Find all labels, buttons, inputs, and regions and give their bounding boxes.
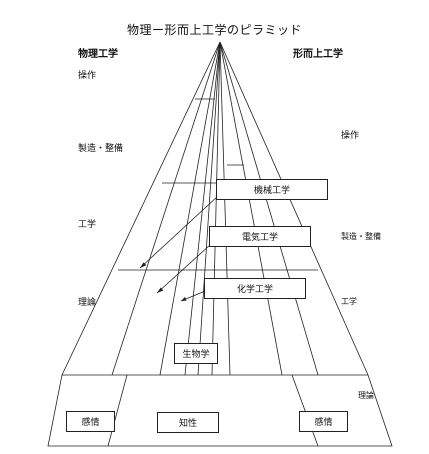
fan-line — [111, 41, 221, 376]
arrowhead — [181, 296, 187, 301]
arrow-mechanical — [139, 195, 219, 269]
pyramid-edge-right — [219, 41, 369, 376]
left-column-header: 物理工学 — [78, 49, 118, 60]
box-emotion-left: 感情 — [66, 411, 115, 432]
left-label-theory: 理論 — [78, 298, 97, 308]
box-emotion-right: 感情 — [299, 411, 348, 432]
arrowhead — [157, 287, 164, 293]
fan-line — [219, 41, 283, 376]
left-label-operation: 操作 — [78, 71, 97, 81]
box-chemical-engineering: 化学工学 — [204, 278, 306, 299]
pyramid-edge-left — [61, 41, 221, 376]
diagram-title: 物理ー形而上工学のピラミッド — [126, 23, 302, 37]
box-electrical-engineering: 電気工学 — [209, 226, 311, 247]
right-label-manufacturing: 製造・整備 — [341, 232, 381, 241]
right-label-engineering: 工学 — [341, 297, 357, 306]
fan-line — [184, 41, 221, 376]
fan-line — [211, 41, 221, 376]
arrow-electrical — [156, 244, 211, 294]
arrowhead — [140, 262, 147, 268]
box-intellect: 知性 — [157, 412, 219, 433]
base-divider-left — [107, 374, 128, 447]
fan-line — [219, 41, 319, 376]
left-label-manufacturing: 製造・整備 — [78, 144, 124, 154]
right-label-operation: 操作 — [341, 131, 360, 141]
box-mechanical-engineering: 機械工学 — [216, 179, 328, 200]
right-column-header: 形而上工学 — [293, 49, 343, 60]
fan-line — [197, 41, 221, 376]
fan-line — [219, 41, 231, 376]
base-divider-right — [291, 374, 319, 447]
left-label-engineering: 工学 — [78, 220, 97, 230]
right-label-theory: 理論 — [358, 391, 374, 400]
box-biology: 生物学 — [174, 343, 218, 364]
pyramid-base — [47, 374, 393, 447]
fan-line — [159, 41, 221, 376]
